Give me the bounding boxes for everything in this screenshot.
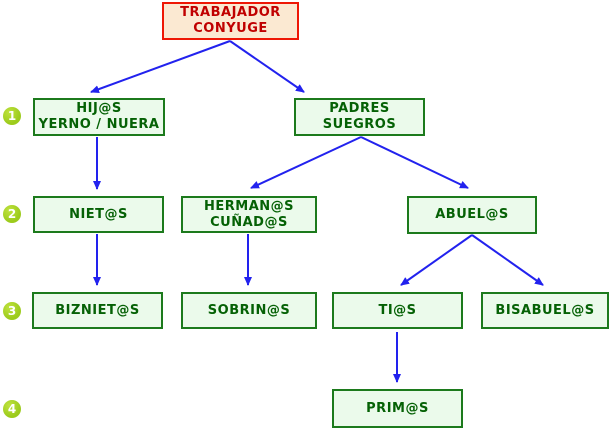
- node-label: CONYUGE: [193, 21, 268, 36]
- edge-abuelos-bisabuelos: [471, 234, 544, 286]
- degree-badge-label: 4: [7, 402, 17, 416]
- node-biznietos: BIZNIET@S: [32, 292, 163, 329]
- node-trabajador-conyuge: TRABAJADOR CONYUGE: [162, 2, 299, 40]
- node-hermanos-cunados: HERMAN@S CUÑAD@S: [181, 196, 317, 233]
- node-nietos: NIET@S: [33, 196, 164, 233]
- edge-abuelos-tios: [400, 234, 473, 286]
- degree-badge-4: 4: [3, 400, 21, 418]
- node-label: TI@S: [378, 302, 417, 318]
- degree-badge-1: 1: [3, 107, 21, 125]
- node-bisabuelos: BISABUEL@S: [481, 292, 609, 329]
- node-padres-suegros: PADRES SUEGROS: [294, 98, 425, 136]
- node-label: HERMAN@S: [203, 198, 294, 214]
- node-label: SUEGROS: [322, 117, 397, 132]
- edge-padres-hermanos: [250, 136, 362, 189]
- degree-badge-label: 2: [7, 207, 17, 221]
- degree-badge-label: 1: [7, 109, 17, 123]
- node-label: BISABUEL@S: [495, 302, 595, 318]
- edge-padres-abuelos: [360, 136, 469, 189]
- node-label: TRABAJADOR: [180, 5, 281, 20]
- degree-badge-3: 3: [3, 302, 21, 320]
- node-hijos-yerno-nuera: HIJ@S YERNO / NUERA: [33, 98, 165, 136]
- node-tios: TI@S: [332, 292, 463, 329]
- node-label: ABUEL@S: [435, 207, 509, 222]
- node-label: HIJ@S: [76, 101, 122, 116]
- degree-badge-2: 2: [3, 205, 21, 223]
- node-label: BIZNIET@S: [55, 302, 140, 318]
- node-abuelos: ABUEL@S: [407, 196, 537, 234]
- degree-badge-label: 3: [7, 304, 17, 318]
- node-label: PRIM@S: [366, 400, 429, 416]
- edge-root-hijos: [90, 40, 231, 93]
- edge-root-padres: [229, 40, 305, 93]
- node-label: PADRES: [329, 101, 390, 116]
- node-label: CUÑAD@S: [210, 214, 288, 230]
- node-sobrinos: SOBRIN@S: [181, 292, 317, 329]
- node-label: NIET@S: [69, 206, 128, 222]
- node-label: SOBRIN@S: [207, 302, 291, 318]
- node-label: YERNO / NUERA: [38, 117, 160, 132]
- node-primos: PRIM@S: [332, 389, 463, 428]
